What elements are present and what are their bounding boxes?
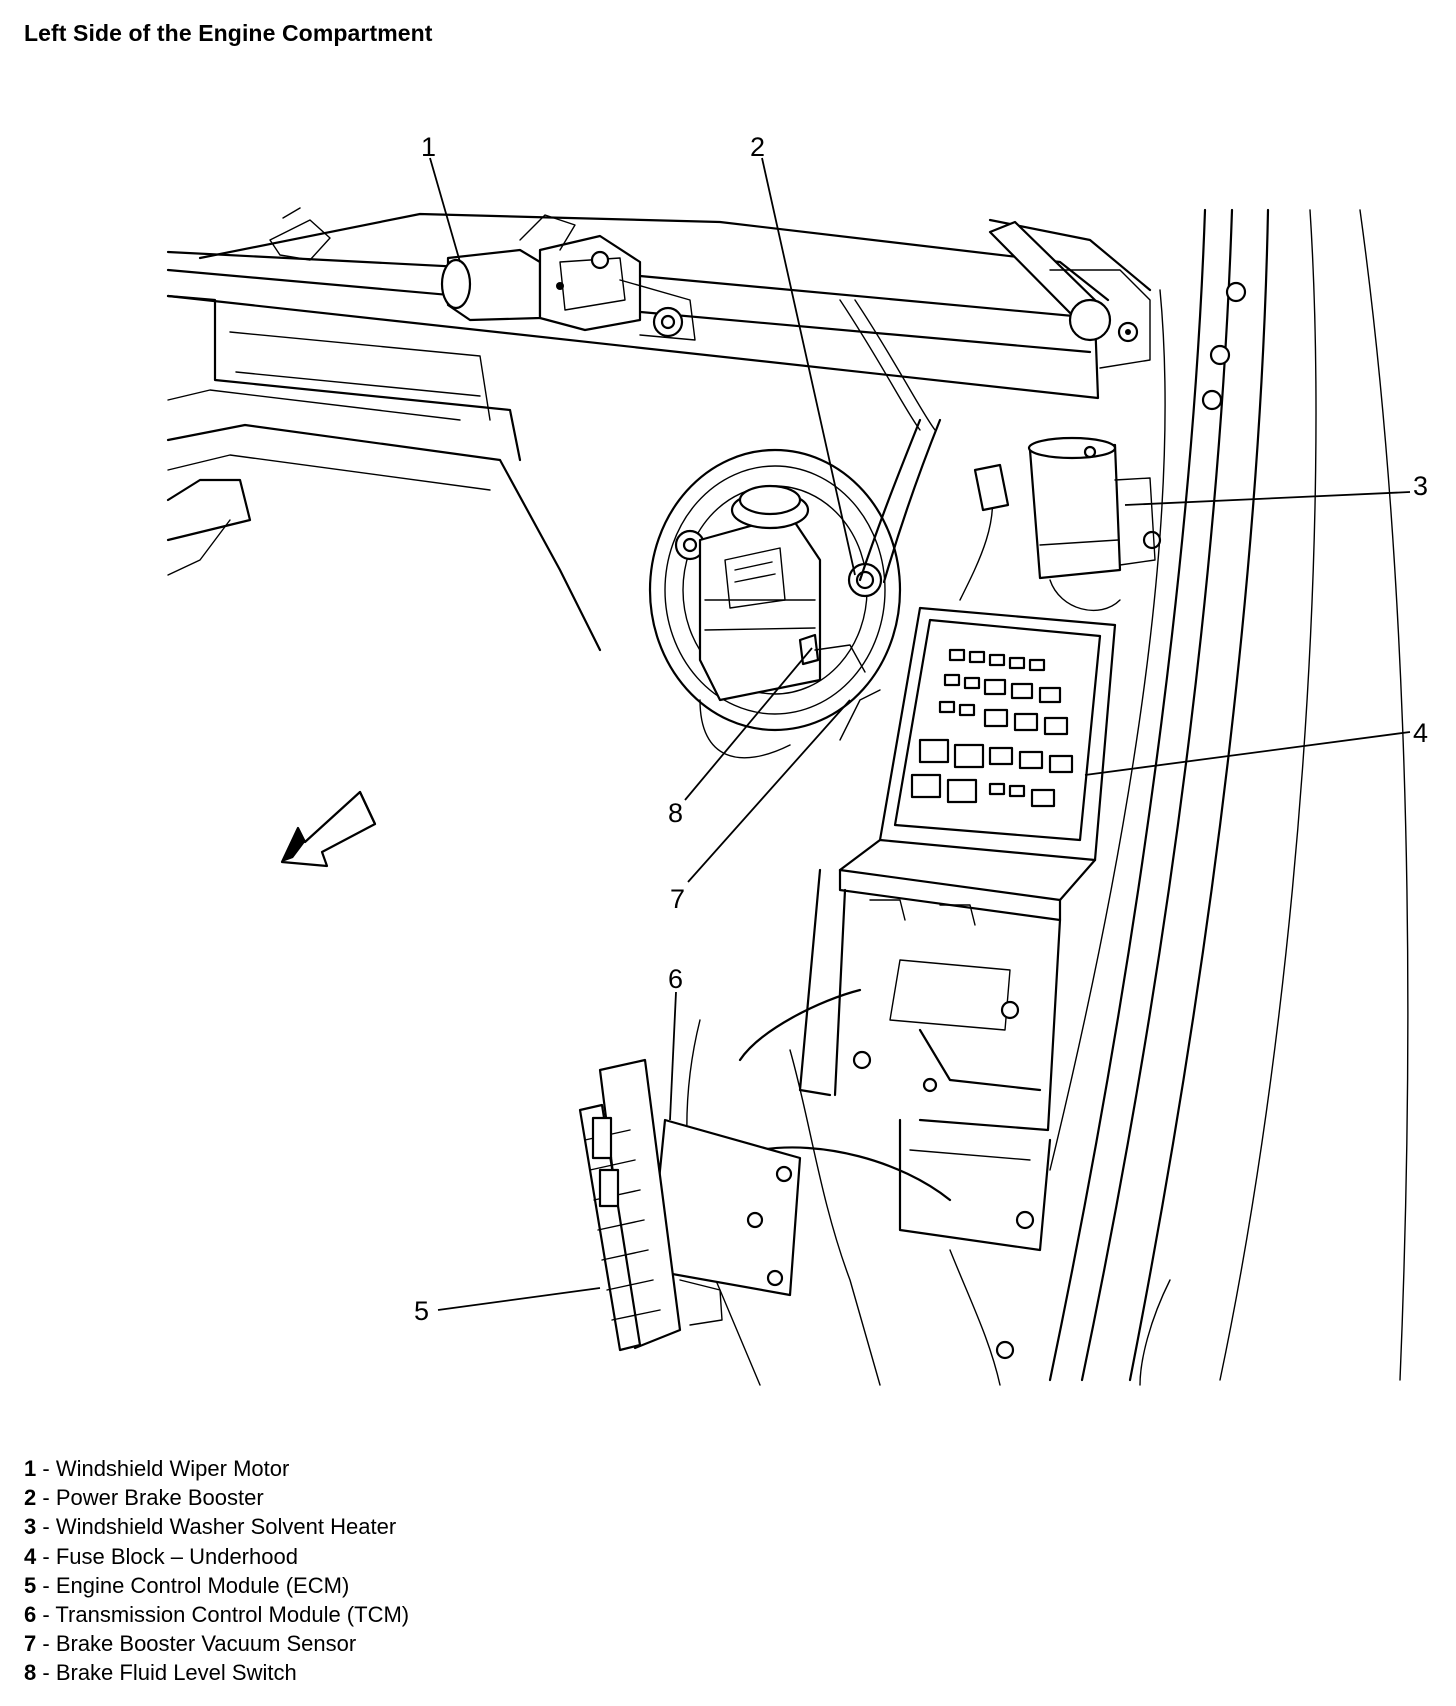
fender <box>1048 208 1409 1382</box>
callout-3: 3 <box>1413 471 1428 501</box>
callout-1: 1 <box>421 132 436 162</box>
brake-fluid-reservoir <box>698 484 866 702</box>
callout-2: 2 <box>750 132 765 162</box>
legend-item: 6 - Transmission Control Module (TCM) <box>24 1602 410 1628</box>
wiper-pivot <box>988 220 1151 369</box>
callout-numbers: 1 2 3 4 5 6 7 8 <box>414 132 1428 1326</box>
windshield-wiper-motor <box>269 207 696 341</box>
leader-lines <box>429 157 1411 1311</box>
washer-solvent-heater <box>1027 436 1156 612</box>
tcm-mounting-plate <box>648 1118 802 1297</box>
page-title: Left Side of the Engine Compartment <box>24 20 433 46</box>
legend-item: 8 - Brake Fluid Level Switch <box>24 1660 297 1686</box>
fuse-block-bracket <box>738 868 1062 1252</box>
callout-5: 5 <box>414 1296 429 1326</box>
component-legend: 1 - Windshield Wiper Motor 2 - Power Bra… <box>24 1454 409 1688</box>
engine-control-module <box>578 1058 723 1352</box>
legend-item: 2 - Power Brake Booster <box>24 1485 264 1511</box>
callout-6: 6 <box>668 964 683 994</box>
fuse-grid <box>910 648 1074 808</box>
legend-item: 1 - Windshield Wiper Motor <box>24 1456 290 1481</box>
callout-4: 4 <box>1413 718 1428 748</box>
underhood-fuse-block <box>838 606 1117 922</box>
legend-item: 3 - Windshield Washer Solvent Heater <box>24 1514 397 1540</box>
hoses <box>839 299 1010 741</box>
callout-8: 8 <box>668 798 683 828</box>
legend-item: 5 - Engine Control Module (ECM) <box>24 1572 350 1598</box>
forward-arrow-icon <box>280 790 377 868</box>
legend-item: 7 - Brake Booster Vacuum Sensor <box>24 1631 357 1657</box>
callout-7: 7 <box>670 884 685 914</box>
legend-item: 4 - Fuse Block – Underhood <box>24 1543 298 1569</box>
